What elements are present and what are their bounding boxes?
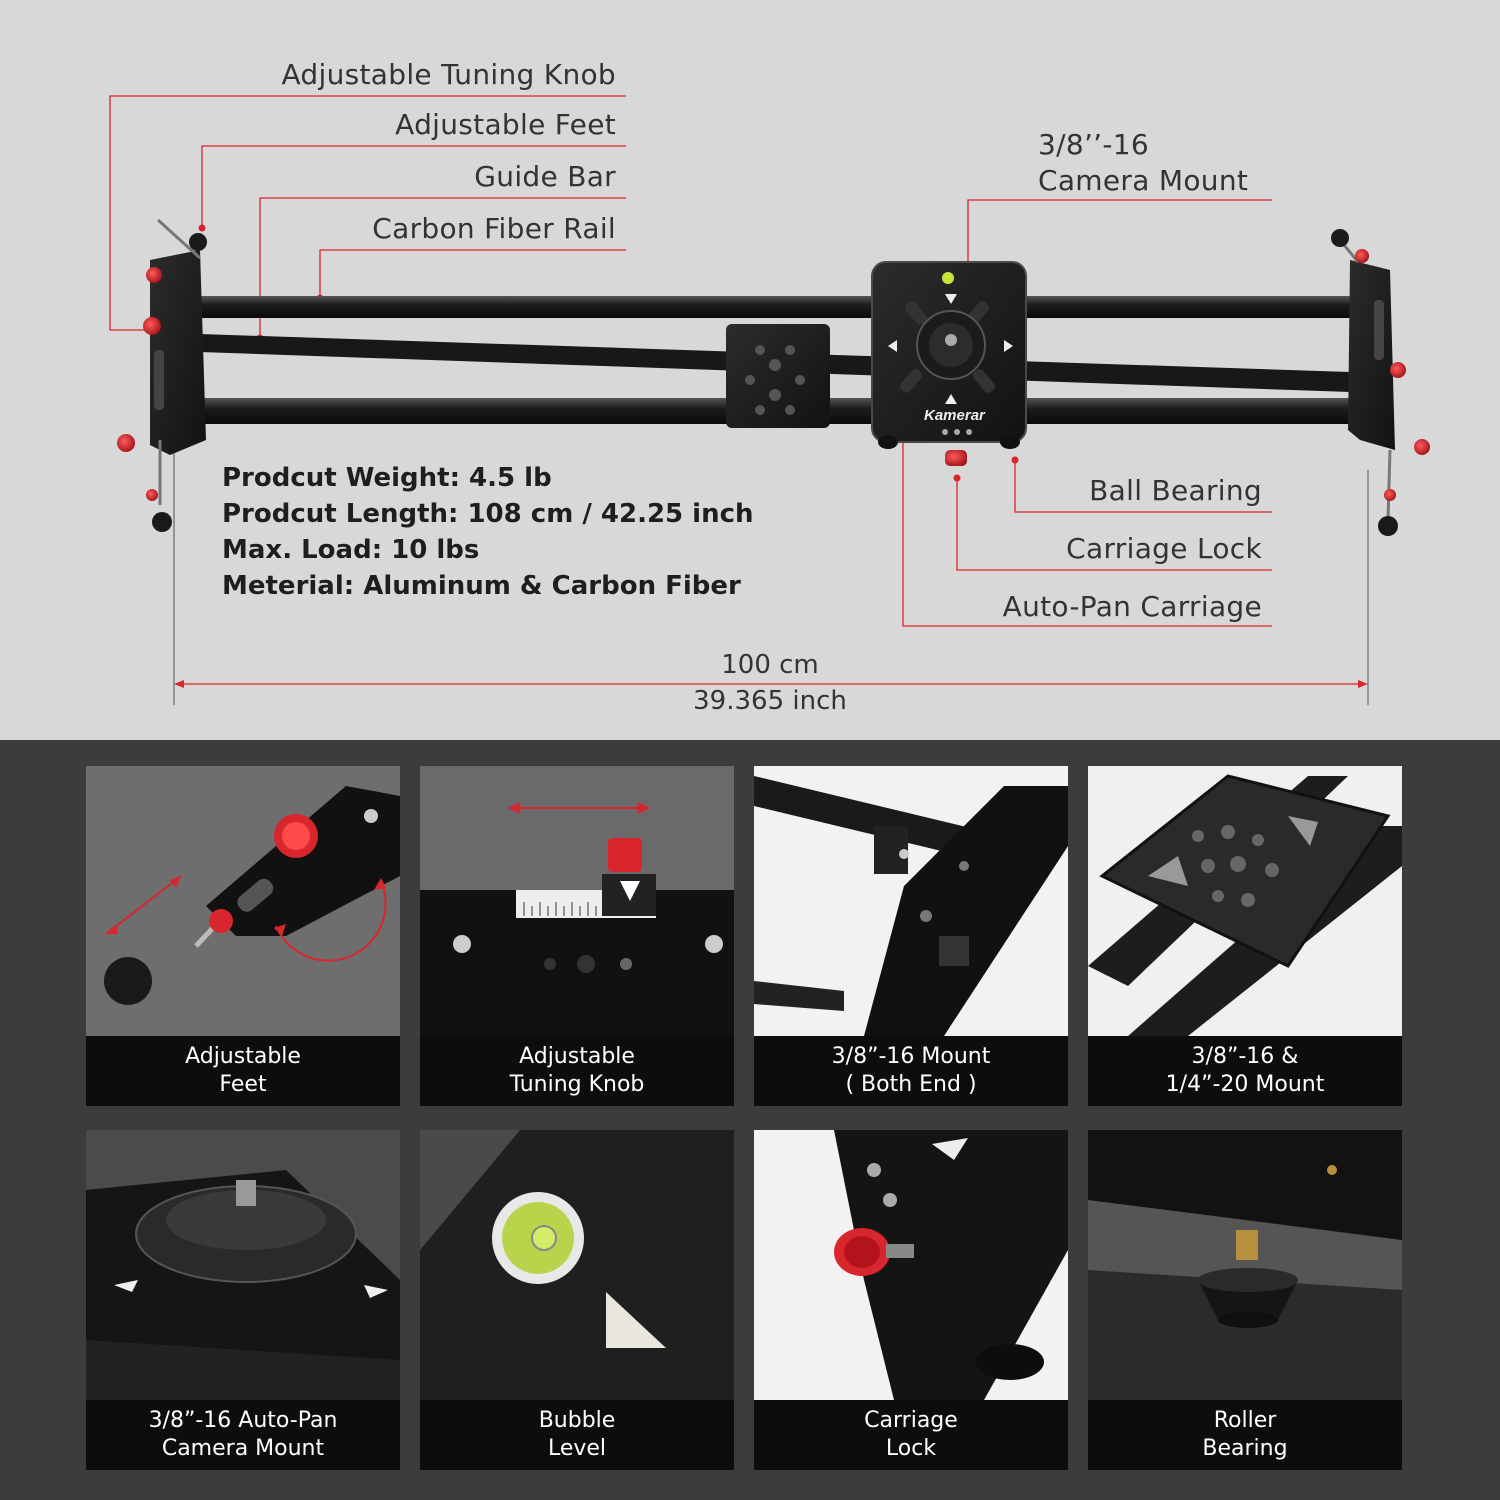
brand-logo: Kamerar	[924, 407, 985, 424]
callout-rail: Carbon Fiber Rail	[372, 212, 616, 245]
slider-illustration	[109, 95, 1430, 705]
tile-photo	[1088, 766, 1402, 1036]
tile-mount-plate: 3/8”-16 & 1/4”-20 Mount	[1088, 766, 1402, 1106]
center-mount-plate	[726, 324, 830, 428]
tile-adjustable-feet: Adjustable Feet	[86, 766, 400, 1106]
callout-auto-pan: Auto-Pan Carriage	[1002, 590, 1262, 623]
tile-caption: Adjustable Tuning Knob	[420, 1036, 734, 1106]
spec-weight: Prodcut Weight: 4.5 lb	[222, 463, 552, 493]
tile-auto-pan-mount: 3/8”-16 Auto-Pan Camera Mount	[86, 1130, 400, 1470]
spec-load: Max. Load: 10 lbs	[222, 535, 480, 565]
feature-grid: Adjustable Feet	[0, 740, 1500, 1500]
tile-caption: Bubble Level	[420, 1400, 734, 1470]
spec-list: Prodcut Weight: 4.5 lb Prodcut Length: 1…	[222, 460, 754, 604]
left-end-plate	[117, 218, 207, 532]
callout-tuning-knob: Adjustable Tuning Knob	[281, 58, 616, 91]
tile-photo	[86, 766, 400, 1036]
tile-photo	[86, 1130, 400, 1400]
callout-mount-line2: Camera Mount	[1038, 164, 1249, 197]
tile-caption: 3/8”-16 Mount ( Both End )	[754, 1036, 1068, 1106]
spec-material: Meterial: Aluminum & Carbon Fiber	[222, 571, 741, 601]
tile-caption: Adjustable Feet	[86, 1036, 400, 1106]
tile-bubble-level: Bubble Level	[420, 1130, 734, 1470]
callout-feet: Adjustable Feet	[395, 108, 616, 141]
auto-pan-carriage	[871, 261, 1027, 466]
callout-ball-bearing: Ball Bearing	[1089, 474, 1262, 507]
tile-roller-bearing: Roller Bearing	[1088, 1130, 1402, 1470]
tile-photo	[420, 1130, 734, 1400]
tile-photo	[754, 766, 1068, 1036]
tile-tuning-knob: Adjustable Tuning Knob	[420, 766, 734, 1106]
callout-carriage-lock: Carriage Lock	[1066, 532, 1262, 565]
tile-carriage-lock: Carriage Lock	[754, 1130, 1068, 1470]
tile-caption: 3/8”-16 & 1/4”-20 Mount	[1088, 1036, 1402, 1106]
spec-length: Prodcut Length: 108 cm / 42.25 inch	[222, 499, 754, 529]
tile-caption: Roller Bearing	[1088, 1400, 1402, 1470]
product-diagram-panel: Adjustable Tuning Knob Adjustable Feet G…	[0, 0, 1500, 740]
tile-mount-both-end: 3/8”-16 Mount ( Both End )	[754, 766, 1068, 1106]
tile-caption: 3/8”-16 Auto-Pan Camera Mount	[86, 1400, 400, 1470]
right-end-plate	[1331, 229, 1430, 536]
callout-mount-line1: 3/8’’-16	[1038, 128, 1149, 161]
tile-photo	[754, 1130, 1068, 1400]
leader-lines	[109, 95, 1272, 627]
tile-photo	[1088, 1130, 1402, 1400]
tile-photo	[420, 766, 734, 1036]
dimension-inch: 39.365 inch	[693, 686, 847, 716]
dimension-line	[173, 450, 1369, 705]
dimension-cm: 100 cm	[721, 650, 819, 680]
tile-caption: Carriage Lock	[754, 1400, 1068, 1470]
callout-guide-bar: Guide Bar	[474, 160, 616, 193]
